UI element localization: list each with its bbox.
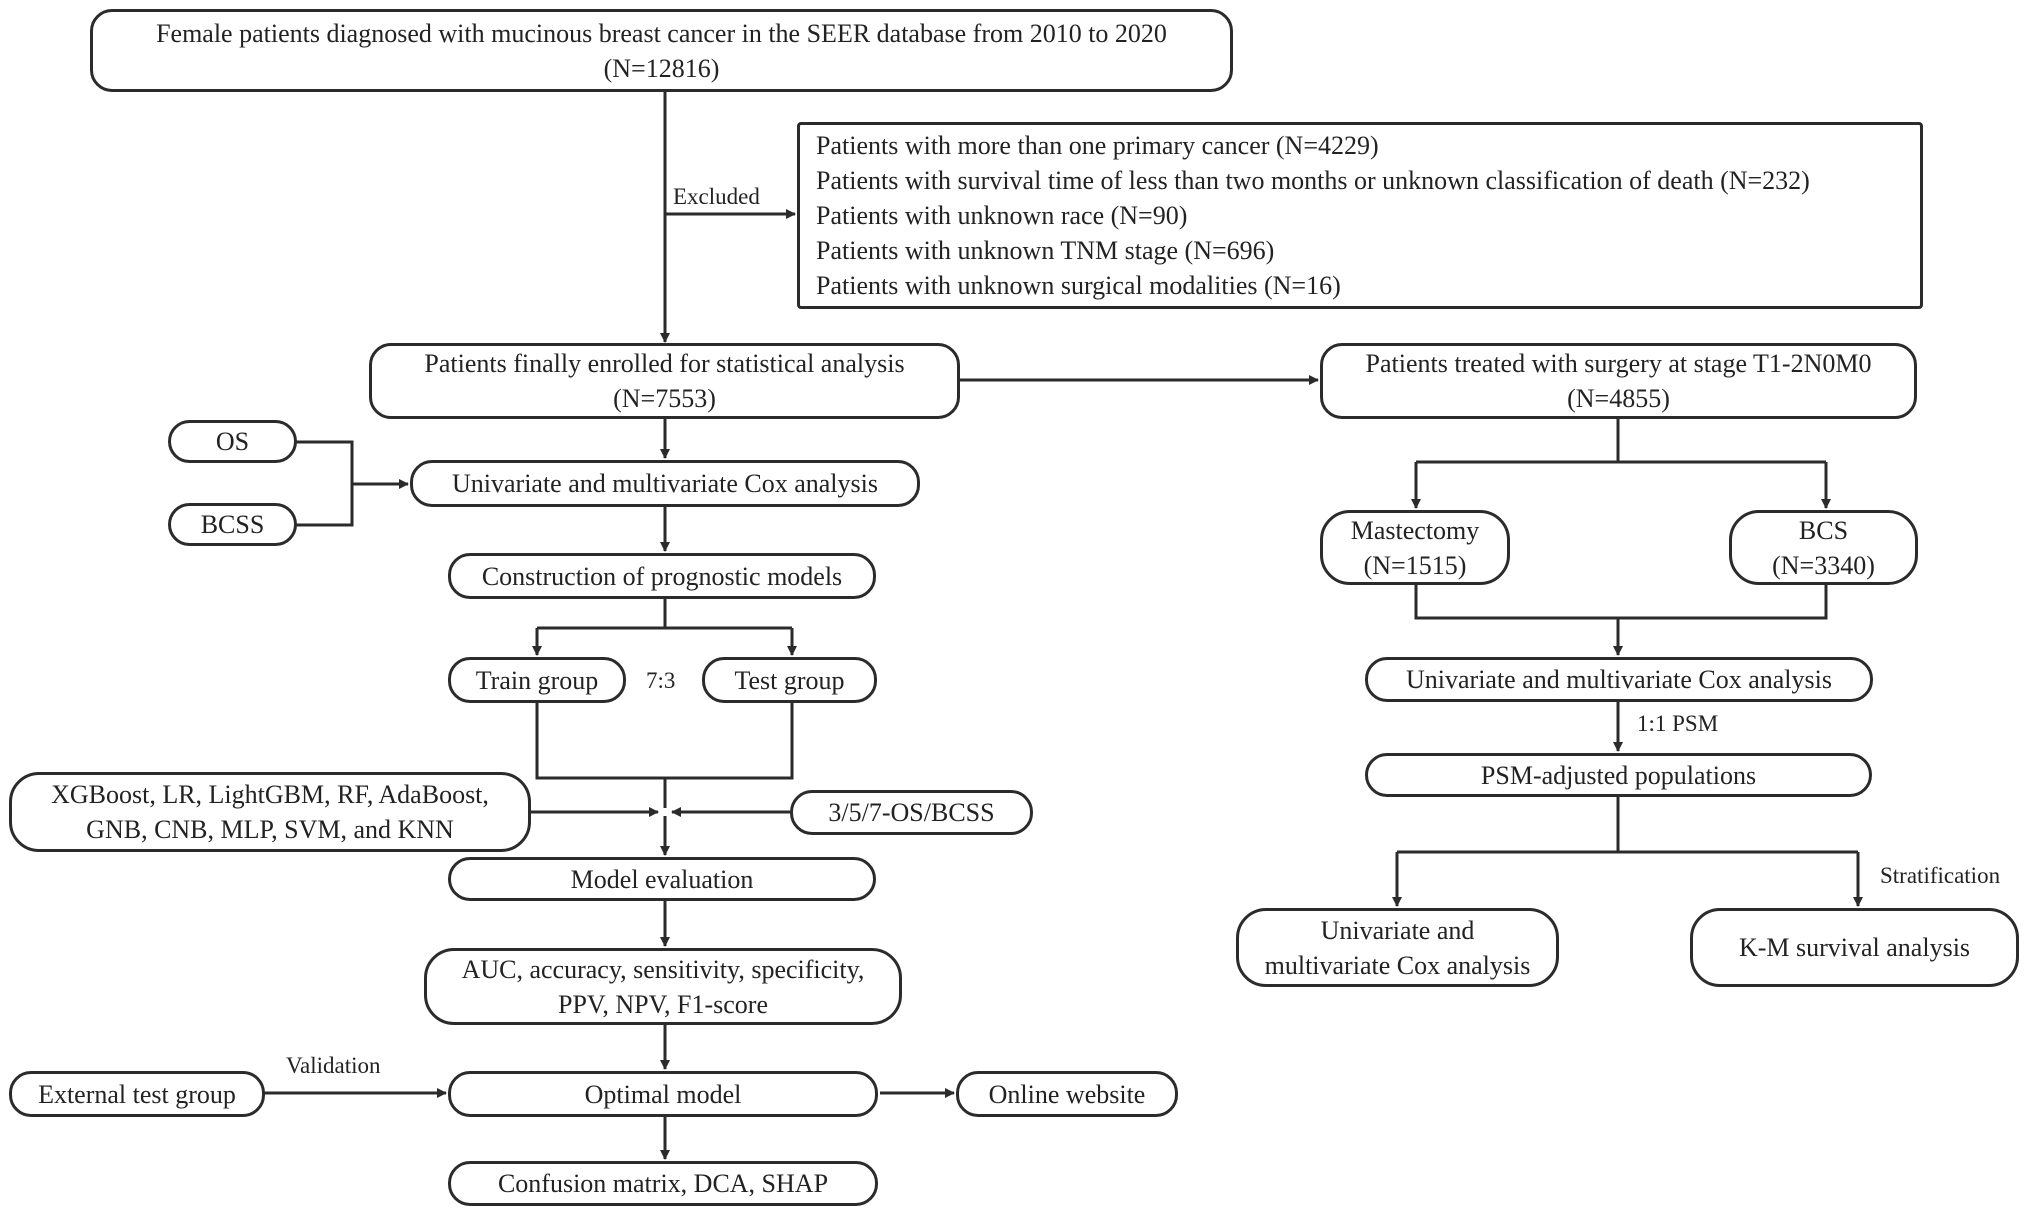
outputs-box: Confusion matrix, DCA, SHAP [448, 1161, 878, 1206]
right-cox-label: Univariate and multivariate Cox analysis [1406, 665, 1832, 694]
os-label: OS [215, 427, 250, 456]
outputs-label: Confusion matrix, DCA, SHAP [497, 1169, 829, 1198]
metrics-box: AUC, accuracy, sensitivity, specificity,… [424, 948, 902, 1025]
endpoints-label: 3/5/7-OS/BCSS [828, 798, 995, 827]
surgery-box: Patients treated with surgery at stage T… [1320, 343, 1917, 419]
line-right-merge [1414, 584, 1828, 620]
psm-label: PSM-adjusted populations [1480, 760, 1757, 790]
construction-label: Construction of prognostic models [481, 561, 843, 591]
surgery-title: Patients treated with surgery at stage T… [1365, 349, 1872, 378]
validation-label: Validation [286, 1053, 381, 1078]
enrolled-count: (N=7553) [613, 384, 716, 413]
stratification-label: Stratification [1880, 863, 2001, 888]
psm-ratio-label: 1:1 PSM [1637, 711, 1719, 736]
left-cox-box: Univariate and multivariate Cox analysis [410, 460, 920, 507]
algorithms-line: GNB, CNB, MLP, SVM, and KNN [86, 815, 454, 844]
optimal-model-label: Optimal model [584, 1079, 742, 1109]
left-cox-label: Univariate and multivariate Cox analysis [452, 469, 878, 498]
endpoints-box: 3/5/7-OS/BCSS [790, 790, 1033, 835]
excluded-item: Patients with survival time of less than… [816, 166, 1810, 195]
optimal-model-box: Optimal model [448, 1071, 878, 1117]
algorithms-line: XGBoost, LR, LightGBM, RF, AdaBoost, [51, 780, 489, 809]
external-test-label: External test group [38, 1079, 236, 1109]
surgery-count: (N=4855) [1567, 384, 1670, 413]
top-population-box: Female patients diagnosed with mucinous … [90, 9, 1233, 92]
right-cox2-box: Univariate and multivariate Cox analysis [1236, 908, 1559, 987]
evaluation-label: Model evaluation [570, 864, 754, 894]
line-merge [535, 702, 794, 780]
metrics-line: AUC, accuracy, sensitivity, specificity, [461, 954, 865, 984]
excluded-item: Patients with more than one primary canc… [816, 131, 1379, 160]
bcss-label: BCSS [200, 510, 265, 539]
mastectomy-count: (N=1515) [1363, 550, 1467, 580]
evaluation-box: Model evaluation [448, 857, 876, 901]
excluded-item: Patients with unknown TNM stage (N=696) [816, 236, 1275, 265]
right-cox-box: Univariate and multivariate Cox analysis [1365, 657, 1873, 702]
bcs-count: (N=3340) [1772, 550, 1875, 580]
km-label: K-M survival analysis [1738, 933, 1971, 962]
right-cox2-line: multivariate Cox analysis [1264, 950, 1531, 980]
construction-box: Construction of prognostic models [448, 553, 876, 599]
test-group-label: Test group [734, 665, 845, 695]
mastectomy-title: Mastectomy [1350, 515, 1480, 545]
online-website-box: Online website [956, 1071, 1178, 1117]
train-group-box: Train group [448, 657, 626, 703]
algorithms-box: XGBoost, LR, LightGBM, RF, AdaBoost, GNB… [9, 772, 531, 852]
external-test-box: External test group [9, 1071, 265, 1117]
enrolled-box: Patients finally enrolled for statistica… [369, 343, 960, 419]
top-population-count: (N=12816) [603, 53, 720, 83]
psm-box: PSM-adjusted populations [1365, 753, 1872, 797]
bcss-box: BCSS [168, 503, 297, 546]
excluded-label: Excluded [673, 184, 760, 209]
excluded-item: Patients with unknown race (N=90) [816, 201, 1188, 230]
split-ratio-label: 7:3 [646, 668, 676, 693]
mastectomy-box: Mastectomy (N=1515) [1320, 510, 1510, 585]
km-box: K-M survival analysis [1690, 908, 2019, 987]
bcs-title: BCS [1798, 515, 1849, 545]
right-cox2-line: Univariate and [1320, 915, 1475, 945]
test-group-box: Test group [702, 657, 877, 703]
os-box: OS [168, 420, 297, 463]
excluded-box: Patients with more than one primary canc… [797, 122, 1923, 309]
online-website-label: Online website [988, 1079, 1146, 1109]
top-population-title: Female patients diagnosed with mucinous … [156, 18, 1167, 48]
train-group-label: Train group [475, 665, 599, 695]
excluded-item: Patients with unknown surgical modalitie… [816, 271, 1341, 300]
os-bcss-bracket [296, 440, 354, 527]
metrics-line: PPV, NPV, F1-score [558, 989, 768, 1019]
enrolled-title: Patients finally enrolled for statistica… [424, 349, 905, 378]
bcs-box: BCS (N=3340) [1729, 510, 1918, 585]
